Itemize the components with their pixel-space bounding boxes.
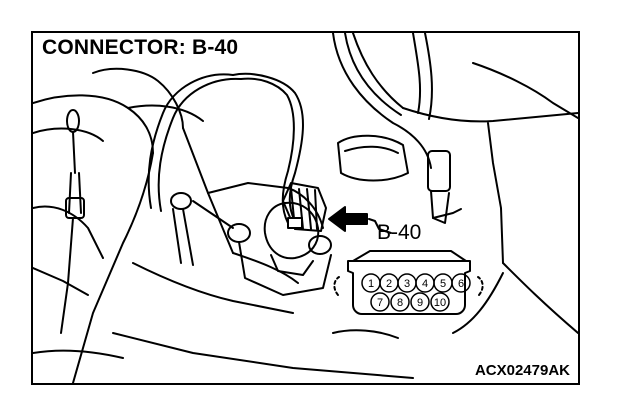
- wire-harness: [147, 33, 433, 224]
- figure-code: ACX02479AK: [474, 362, 570, 379]
- pin-2-label: 2: [386, 278, 392, 290]
- pin-7-label: 7: [377, 297, 383, 309]
- pin-4-label: 4: [422, 278, 428, 290]
- callout-arrow: [328, 206, 392, 234]
- pin-3-label: 3: [404, 278, 410, 290]
- pin-6-circle: [451, 273, 471, 293]
- dipstick: [60, 109, 85, 334]
- pin-5-label: 5: [440, 278, 446, 290]
- callout-label: B-40: [377, 221, 422, 244]
- pin-1-label: 1: [368, 278, 374, 290]
- pin-10-label: 10: [434, 297, 446, 309]
- pin-8-circle: [390, 292, 410, 312]
- pin-7-circle: [370, 292, 390, 312]
- pin-8-label: 8: [397, 297, 403, 309]
- mount-bolts: [170, 192, 332, 296]
- pin-9-label: 9: [417, 297, 423, 309]
- connector-face-diagram: [333, 250, 484, 315]
- side-bracket: [427, 150, 462, 224]
- connector-b40-housing: [282, 182, 327, 232]
- connector-title: CONNECTOR: B-40: [39, 36, 242, 60]
- pin-6-label: 6: [458, 278, 464, 290]
- harness-clamp: [337, 134, 409, 182]
- pin-10-circle: [430, 292, 450, 312]
- pin-9-circle: [410, 292, 430, 312]
- sensor-body: [263, 201, 320, 276]
